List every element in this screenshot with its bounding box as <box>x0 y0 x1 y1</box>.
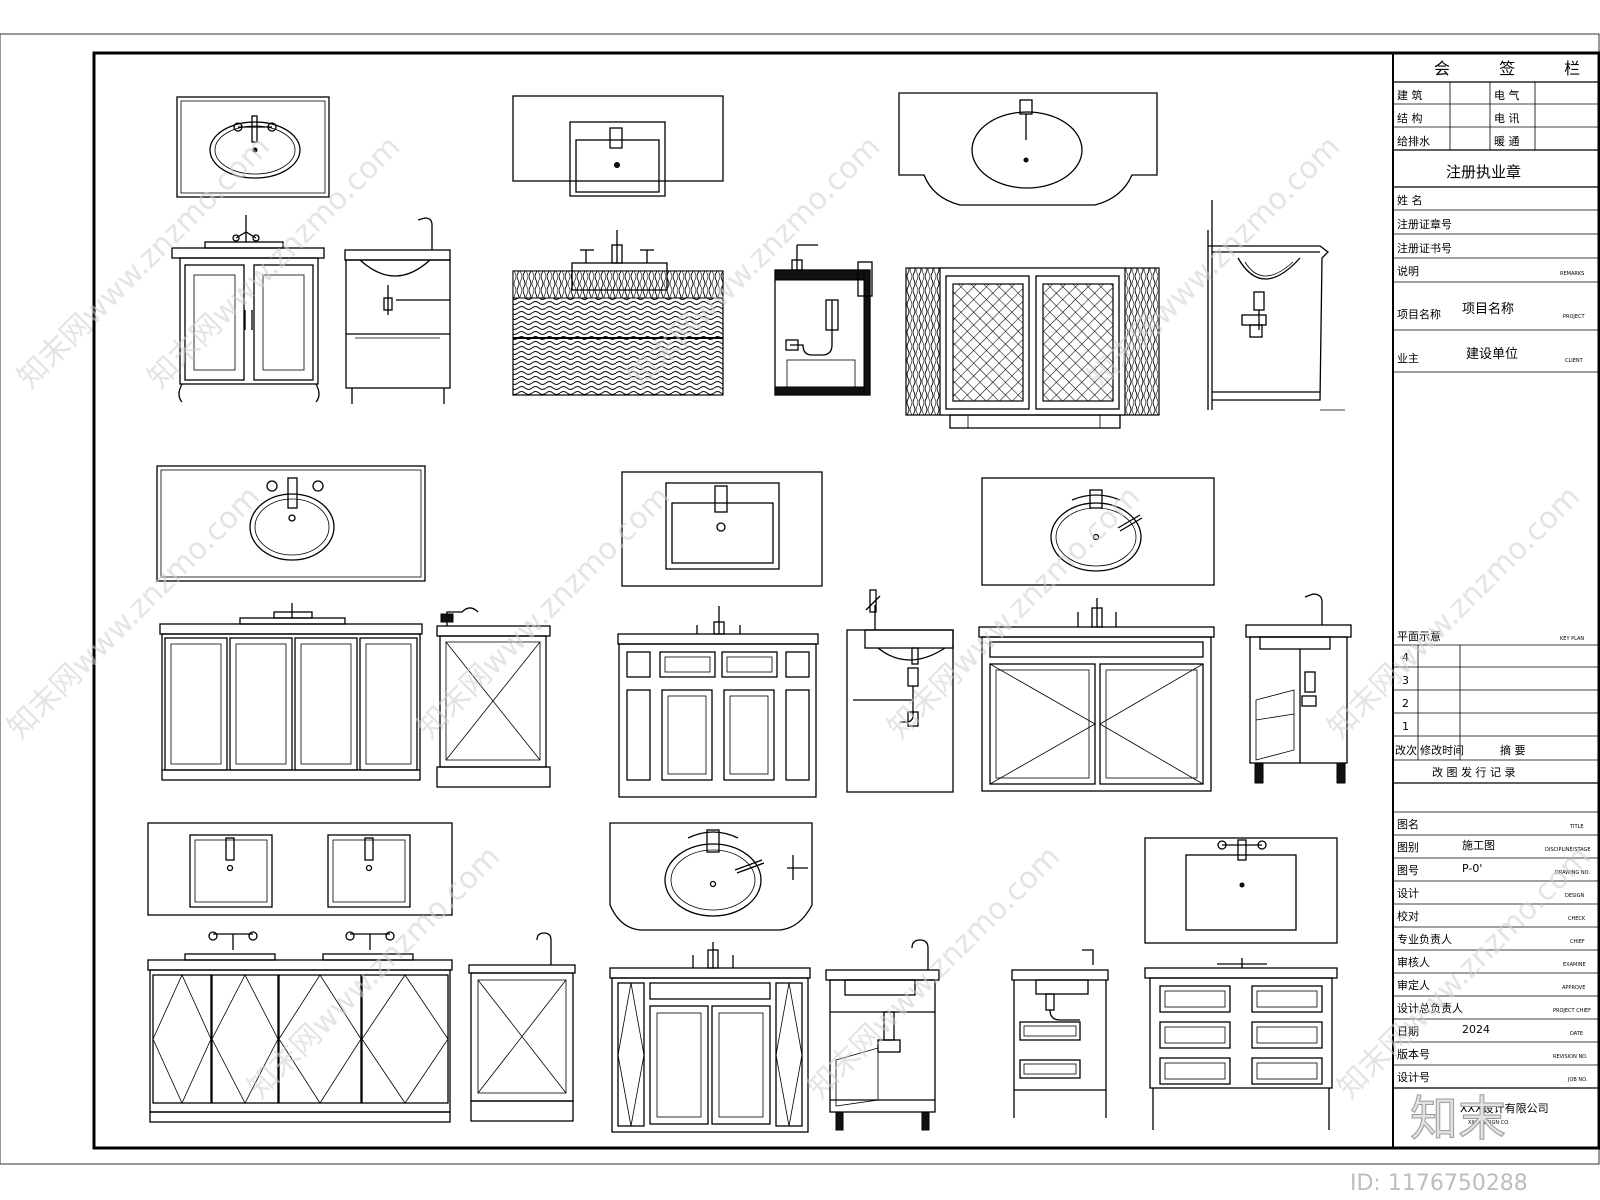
vanity-1-plan <box>176 96 330 198</box>
info-en-drawing-no: DRAWING NO. <box>1555 870 1590 876</box>
vanity-15-front-elevation <box>1144 958 1338 1130</box>
field-label-cert-no: 注册证书号 <box>1397 241 1452 255</box>
vanity-3-side-section <box>774 244 873 396</box>
sign-row-label: 电 气 <box>1494 88 1520 102</box>
vanity-14-side-section <box>1011 949 1109 1118</box>
info-en-project-chief: PROJECT CHIEF <box>1553 1008 1591 1014</box>
company-name-en: XXX DESIGN CO. <box>1468 1120 1510 1126</box>
vanity-12-plan <box>609 822 813 931</box>
field-en-project: PROJECT <box>1563 314 1586 320</box>
vanity-8-side-section <box>846 589 954 793</box>
vanity-2-plan <box>512 95 724 197</box>
vanity-6-side-elevation <box>436 607 551 788</box>
field-label-client: 业主 <box>1397 352 1419 365</box>
info-label-check: 校对 <box>1397 909 1419 923</box>
info-label-project-chief: 设计总负责人 <box>1397 1001 1463 1015</box>
inner-frame <box>92 51 1600 1150</box>
vanity-11-plan <box>147 822 453 916</box>
watermark-text: 知末网www.znzmo.com <box>1321 479 1587 745</box>
revision-footer: 改 图 发 行 记 录 <box>1432 765 1515 779</box>
vanity-12-front-elevation <box>609 942 811 1133</box>
vanity-7-plan <box>621 471 823 587</box>
field-en-client: CLIENT <box>1565 358 1584 364</box>
sign-row-label: 电 讯 <box>1494 112 1520 125</box>
info-label-revision: 版本号 <box>1397 1047 1430 1061</box>
revision-header-content: 摘 要 <box>1500 743 1526 757</box>
info-label-job-no: 设计号 <box>1397 1071 1430 1084</box>
field-en-remarks: REMARKS <box>1560 271 1584 277</box>
watermark-text: 知末网www.znzmo.com <box>1081 129 1347 395</box>
vanity-7-front-elevation <box>617 606 819 798</box>
vanity-2-front-elevation <box>512 230 724 396</box>
revision-header-no: 改次 <box>1395 743 1417 757</box>
vanity-5-side-section <box>1207 200 1345 411</box>
info-value-drawing-no: P-0' <box>1462 862 1482 875</box>
image-id-label: ID: 1176750288 <box>1350 1171 1528 1196</box>
info-label-chief: 专业负责人 <box>1397 932 1452 946</box>
field-value-client: 建设单位 <box>1466 347 1518 362</box>
field-label-remarks: 说明 <box>1397 264 1419 278</box>
vanity-13-side-section <box>825 939 940 1131</box>
vanity-11-side-elevation <box>468 932 576 1122</box>
field-label-stamp-no: 注册证章号 <box>1397 217 1452 231</box>
info-en-check: CHECK <box>1568 916 1586 922</box>
vanity-1-front-elevation <box>171 215 325 403</box>
sign-row-label: 建 筑 <box>1397 88 1423 102</box>
watermark-text: 知末网www.znzmo.com <box>881 479 1147 745</box>
vanity-1-side-elevation <box>344 217 451 404</box>
info-value-stage: 施工图 <box>1462 839 1495 852</box>
vanity-10-side-section <box>1245 593 1352 784</box>
info-label-stage: 图别 <box>1397 841 1419 854</box>
vanity-9-plan <box>981 477 1215 586</box>
field-label-project: 项目名称 <box>1397 307 1441 321</box>
info-label-design: 设计 <box>1397 887 1419 900</box>
watermark-logo: 知末 <box>1410 1091 1506 1147</box>
info-en-revision: REVISION NO. <box>1553 1054 1588 1060</box>
info-label-approve: 审定人 <box>1397 978 1430 992</box>
info-label-examine: 审核人 <box>1397 955 1430 969</box>
title-block: 会 签 栏 建 筑 电 气 结 构 电 讯 给排水 暖 通 注册执业章 姓 名 … <box>1392 53 1600 1148</box>
key-plan-en: KEY PLAN <box>1560 636 1584 642</box>
watermark-text: 知末网www.znzmo.com <box>1331 839 1597 1105</box>
field-value-project: 项目名称 <box>1462 301 1514 317</box>
watermark-text: 知末网www.znzmo.com <box>11 129 277 395</box>
info-en-stage: DISCIPLINE/STAGE <box>1545 847 1591 853</box>
revision-no: 2 <box>1402 697 1409 710</box>
vanity-6-plan <box>156 465 426 582</box>
vanity-4-front-elevation <box>905 267 1160 429</box>
info-en-chief: CHIEF <box>1570 939 1585 945</box>
vanity-6-front-elevation <box>159 603 423 781</box>
field-label-name: 姓 名 <box>1397 193 1423 207</box>
company-name: XXX设计有限公司 <box>1460 1101 1549 1115</box>
info-en-title: TITLE <box>1569 824 1584 830</box>
vanity-11-front-elevation <box>147 931 453 1123</box>
sign-row-label: 结 构 <box>1397 111 1423 125</box>
revision-header-time: 修改时间 <box>1420 743 1464 757</box>
revision-no: 3 <box>1402 674 1409 687</box>
info-en-job-no: JOB NO. <box>1567 1077 1588 1083</box>
info-label-drawing-no: 图号 <box>1397 864 1419 877</box>
sign-row-label: 给排水 <box>1397 134 1430 148</box>
watermark-text: 知末网www.znzmo.com <box>801 839 1067 1105</box>
info-en-design: DESIGN <box>1565 893 1585 899</box>
vanity-4-plan <box>898 92 1158 206</box>
info-en-examine: EXAMINE <box>1563 962 1586 968</box>
info-value-date: 2024 <box>1462 1023 1490 1036</box>
vanity-15-plan <box>1144 837 1338 944</box>
revision-no: 1 <box>1402 720 1409 733</box>
info-label-title: 图名 <box>1397 817 1419 831</box>
key-plan-label: 平面示意 <box>1397 629 1441 643</box>
info-label-date: 日期 <box>1397 1025 1419 1038</box>
sign-row-label: 暖 通 <box>1494 135 1520 148</box>
info-en-approve: APPROVE <box>1562 985 1585 991</box>
watermark-text: 知末网www.znzmo.com <box>241 839 507 1105</box>
info-en-date: DATE <box>1570 1031 1583 1037</box>
revision-no: 4 <box>1402 651 1409 664</box>
vanity-9-front-elevation <box>978 598 1215 792</box>
stamp-title: 注册执业章 <box>1446 163 1521 181</box>
sign-header: 会 签 栏 <box>1434 59 1600 78</box>
